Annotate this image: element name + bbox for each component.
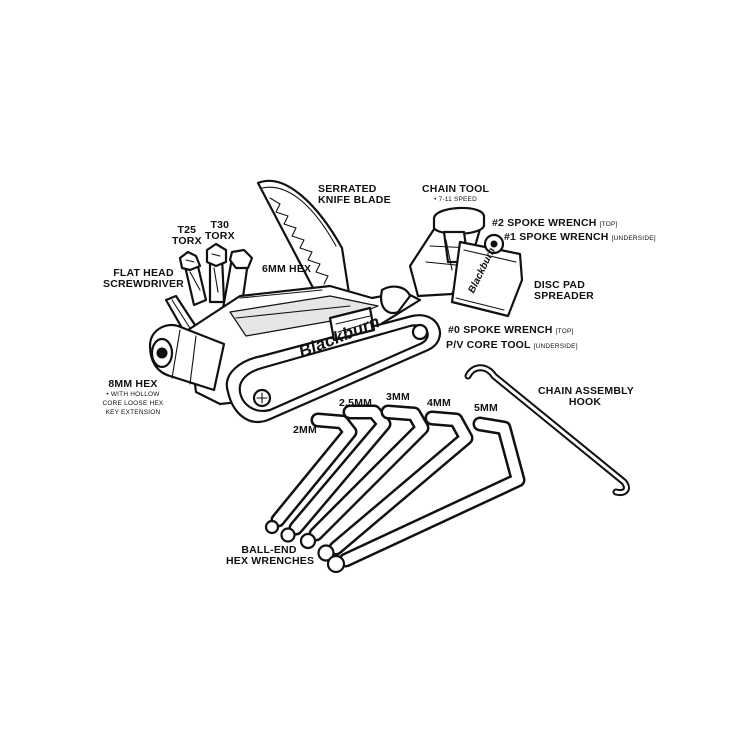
label-2mm: 2MM [293, 425, 317, 436]
label-spoke-wrench-1: #1 SPOKE WRENCH [UNDERSIDE] [504, 232, 656, 244]
label-2-5mm: 2.5MM [339, 398, 372, 409]
chain-assembly-hook [464, 364, 630, 496]
label-text: FLAT HEAD [113, 267, 174, 279]
label-text: 6MM HEX [262, 263, 312, 275]
serrated-knife-blade [256, 179, 352, 307]
label-subtext: KEY EXTENSION [105, 409, 161, 416]
label-note: [UNDERSIDE] [611, 235, 656, 242]
disc-pad-spreader [450, 233, 524, 318]
hex-wrench-3mm [299, 404, 430, 550]
label-text: SERRATED [318, 183, 377, 195]
label-text: P/V CORE TOOL [446, 339, 531, 351]
label-spoke-wrench-0: #0 SPOKE WRENCH [TOP] [448, 325, 574, 337]
label-4mm: 4MM [427, 398, 451, 409]
label-text: BALL-END [241, 544, 297, 556]
label-serrated-knife-blade: SERRATED KNIFE BLADE [318, 184, 391, 206]
label-chain-tool: CHAIN TOOL • 7-11 SPEED [422, 184, 489, 204]
hex-wrench-5mm [326, 416, 526, 574]
torx-t30-bit [205, 242, 228, 304]
label-text: 5MM [474, 402, 498, 414]
label-subtext: • 7-11 SPEED [434, 196, 477, 203]
label-pv-core-tool: P/V CORE TOOL [UNDERSIDE] [446, 340, 578, 352]
hex-wrench-2mm [264, 412, 358, 535]
label-ball-end-hex-wrenches: BALL-END HEX WRENCHES [226, 544, 315, 567]
label-note: [TOP] [555, 328, 574, 335]
hex-wrench-4mm [317, 410, 474, 562]
label-text: DISC PAD [534, 279, 585, 291]
label-3mm: 3MM [386, 392, 410, 403]
label-text: #1 SPOKE WRENCH [504, 231, 609, 243]
label-text: SCREWDRIVER [103, 278, 184, 290]
label-text: HEX WRENCHES [226, 555, 315, 567]
label-text: KNIFE BLADE [318, 194, 391, 206]
label-text: T25 [177, 224, 197, 236]
label-6mm-hex: 6MM HEX [262, 264, 311, 275]
label-subtext: • WITH HOLLOW [106, 391, 160, 398]
label-text: #0 SPOKE WRENCH [448, 324, 553, 336]
label-flat-head-screwdriver: FLAT HEAD SCREWDRIVER [103, 268, 184, 290]
label-text: T30 [210, 219, 230, 231]
label-note: [UNDERSIDE] [533, 343, 578, 350]
multitool-body [148, 284, 442, 423]
label-text: 2.5MM [339, 397, 373, 409]
label-subtext: CORE LOOSE HEX [102, 400, 164, 407]
label-note: [TOP] [599, 221, 618, 228]
label-text: TORX [205, 230, 235, 242]
label-text: #2 SPOKE WRENCH [492, 217, 597, 229]
label-t25-torx: T25 TORX [172, 225, 202, 247]
label-text: CHAIN TOOL [422, 183, 490, 195]
torx-t25-bit [178, 250, 208, 307]
hex-wrench-2-5mm [280, 404, 392, 543]
label-text: CHAIN ASSEMBLY [538, 385, 634, 397]
label-text: TORX [172, 235, 202, 247]
label-text: 8MM HEX [108, 378, 158, 390]
label-8mm-hex: 8MM HEX • WITH HOLLOW CORE LOOSE HEX KEY… [92, 379, 174, 417]
label-t30-torx: T30 TORX [205, 220, 235, 242]
label-text: HOOK [568, 396, 602, 408]
label-text: 3MM [386, 391, 410, 403]
label-text: SPREADER [534, 290, 594, 302]
label-disc-pad-spreader: DISC PAD SPREADER [534, 280, 594, 302]
label-text: 4MM [427, 397, 451, 409]
label-text: 2MM [293, 424, 317, 436]
label-chain-assembly-hook: CHAIN ASSEMBLY HOOK [538, 385, 634, 408]
label-5mm: 5MM [474, 403, 498, 414]
label-spoke-wrench-2: #2 SPOKE WRENCH [TOP] [492, 218, 618, 230]
